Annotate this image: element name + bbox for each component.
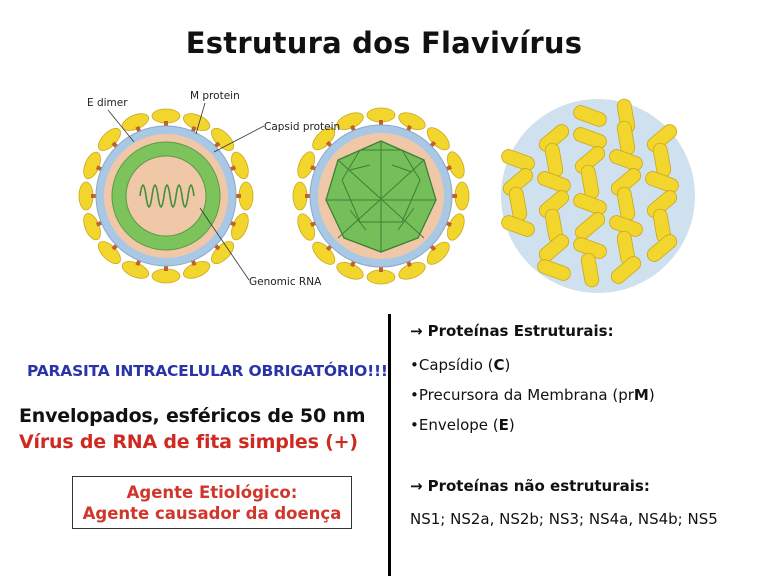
e-dimer-surface [537,259,571,281]
envelope-spike [151,268,181,284]
label-genomic-rna: Genomic RNA [249,276,322,288]
e-dimer-surface [538,234,570,262]
e-dimer-surface [502,168,534,196]
e-dimer-surface [574,212,606,240]
agente-line2: Agente causador da doença [82,504,342,523]
virion-cross-section [78,108,254,284]
e-dimer-surface [645,171,679,193]
envelope-spike [151,108,181,124]
label-e-dimer: E dimer [87,97,128,109]
nao-estruturais-heading: →Proteínas não estruturais: [410,477,650,495]
estruturais-heading: →Proteínas Estruturais: [410,322,614,340]
envelope-spike [292,181,308,211]
e-dimer-surface [573,105,607,127]
e-dimer-surface [573,193,607,215]
virion-capsid-view [292,107,470,285]
arrow-icon: → [410,477,423,495]
envelope-spike [454,181,470,211]
e-dimer-surface [537,171,571,193]
e-dimer-surface [646,124,678,152]
arrow-icon: → [410,322,423,340]
genomic-rna-coil [139,184,195,208]
e-dimer-surface [501,149,535,171]
virion-mature-surface [501,98,695,293]
right-panel: →Proteínas Estruturais: •Capsídio (C) •P… [410,300,760,576]
parasita-text: PARASITA INTRACELULAR OBRIGATÓRIO!!! [27,362,388,380]
agente-line1: Agente Etiológico: [126,483,298,502]
e-dimer-surface [538,190,570,218]
slide-title: Estrutura dos Flavivírus [185,26,583,60]
envelope-spike [238,181,254,211]
label-capsid-protein: Capsid protein [264,121,340,133]
left-panel: PARASITA INTRACELULAR OBRIGATÓRIO!!! Env… [0,300,390,576]
item-envelope: •Envelope (E) [410,416,515,434]
e-dimer-surface [610,256,642,284]
ns-list: NS1; NS2a, NS2b; NS3; NS4a, NS4b; NS5 [410,510,718,528]
e-dimer-surface [501,215,535,237]
envelope-spike [366,107,396,123]
vertical-divider [388,314,391,576]
e-dimer-surface [646,234,678,262]
envelopados-text: Envelopados, esféricos de 50 nm [19,405,366,427]
envelope-spike [78,181,94,211]
e-dimer-surface [580,252,600,288]
flavivirus-structure-figure: E dimer M protein Capsid protein Genomic… [78,90,695,293]
item-capsidio: •Capsídio (C) [410,356,511,374]
e-dimer-surface [574,146,606,174]
item-precursora: •Precursora da Membrana (prM) [410,386,655,404]
label-m-protein: M protein [190,90,240,102]
agente-etiologico-box: Agente Etiológico: Agente causador da do… [72,476,352,529]
virus-rna-text: Vírus de RNA de fita simples (+) [19,431,358,453]
e-dimer-surface [646,190,678,218]
envelope-spike [366,269,396,285]
e-dimer-surface [573,127,607,149]
e-dimer-surface [538,124,570,152]
e-dimer-surface [609,149,643,171]
e-dimer-surface [610,168,642,196]
